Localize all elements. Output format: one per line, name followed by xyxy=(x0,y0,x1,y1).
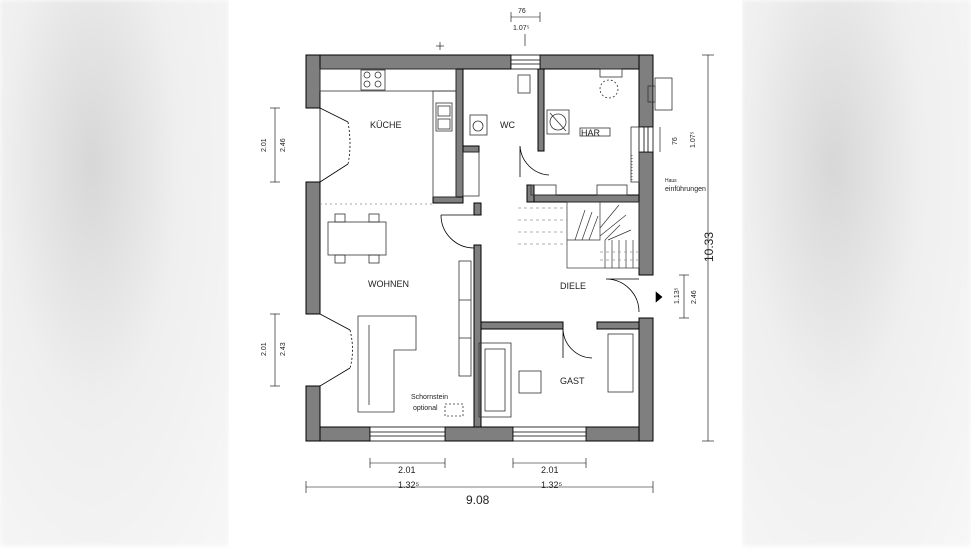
wall-gast-top-right xyxy=(596,321,640,330)
chimney xyxy=(444,403,464,417)
kitchen-counter-side xyxy=(432,90,457,198)
wc-toilet xyxy=(517,74,531,94)
window-bottom-left xyxy=(369,426,446,442)
har-furniture xyxy=(530,68,673,196)
guest-furniture xyxy=(478,333,634,418)
window-right xyxy=(638,126,654,153)
wall-gast-top-left xyxy=(480,321,564,330)
wall-right-mid xyxy=(638,151,654,276)
windows xyxy=(369,54,654,442)
har-unit-top xyxy=(599,68,623,78)
floor-plan: KÜCHE WC HAR WOHNEN DIELE GAST Schornste… xyxy=(229,0,742,546)
door-swing-wohnen xyxy=(440,214,475,249)
room-label-kueche: KÜCHE xyxy=(370,120,402,130)
living-furniture xyxy=(320,203,472,417)
wall-top-left xyxy=(305,54,512,70)
wall-wc-har xyxy=(537,68,545,152)
room-label-diele: DIELE xyxy=(560,281,586,291)
dim-window-bottom-right-height: 1.32⁵ xyxy=(541,480,563,490)
dimension-labels: 9.08 10.33 2.01 1.32⁵ 2.01 1.32⁵ 2.01 2.… xyxy=(261,8,716,507)
har-bench xyxy=(596,184,628,196)
dim-right-window-width: 76 xyxy=(672,137,679,145)
wall-kitchen-end xyxy=(432,196,464,204)
wall-center-vertical xyxy=(473,244,482,428)
dim-door-left-bottom-height: 2.43 xyxy=(280,342,287,356)
kitchen-furniture xyxy=(319,68,457,198)
dim-door-left-top-height: 2.46 xyxy=(280,138,287,152)
wall-left-top xyxy=(305,54,321,109)
wall-bottom-mid xyxy=(444,426,514,442)
stair-dashes xyxy=(518,207,639,261)
staircase xyxy=(518,155,640,269)
boiler xyxy=(546,109,570,135)
blurred-background-left xyxy=(0,0,229,546)
dim-window-bottom-right-width: 2.01 xyxy=(541,465,559,475)
doors xyxy=(319,107,640,387)
dim-top-window-width: 76 xyxy=(518,8,526,15)
dim-window-bottom-left-width: 2.01 xyxy=(398,465,416,475)
room-label-har: HAR xyxy=(581,128,601,138)
har-shelf xyxy=(579,127,611,137)
room-label-wc: WC xyxy=(500,120,515,130)
wall-right-top xyxy=(638,54,654,128)
blurred-background-right xyxy=(742,0,971,546)
guest-table xyxy=(518,370,542,394)
floor-plan-svg: KÜCHE WC HAR WOHNEN DIELE GAST Schornste… xyxy=(261,8,716,507)
outside-unit xyxy=(654,77,673,111)
room-labels: KÜCHE WC HAR WOHNEN DIELE GAST Schornste… xyxy=(368,120,706,412)
dim-entrance-width: 1.13⁵ xyxy=(674,287,681,304)
heat-pump-icon xyxy=(599,79,619,99)
door-swing-left-bottom xyxy=(319,313,351,387)
guest-chair xyxy=(607,333,634,393)
stove xyxy=(360,69,386,91)
dimension-lines xyxy=(270,12,714,493)
wall-har-bottom-stub xyxy=(526,184,535,203)
tv-sideboard xyxy=(458,260,472,377)
dim-right-window-height: 1.07⁵ xyxy=(690,131,697,148)
wc-basin xyxy=(469,114,488,136)
dim-door-left-bottom-width: 2.01 xyxy=(261,342,268,356)
wall-wc-bottom xyxy=(462,145,480,153)
stair-outline xyxy=(566,201,640,269)
room-label-wohnen: WOHNEN xyxy=(368,279,409,289)
kitchen-sink xyxy=(435,102,453,132)
walls xyxy=(305,54,654,442)
har-cabinet xyxy=(630,126,640,183)
door-swing-entrance xyxy=(605,278,640,313)
guest-sofa xyxy=(478,342,512,418)
dim-door-left-top-width: 2.01 xyxy=(261,138,268,152)
dining-table xyxy=(327,221,387,256)
wall-left-bottom xyxy=(305,385,321,442)
note-schornstein-line1: Schornstein xyxy=(411,394,448,401)
dim-entrance-height: 2.46 xyxy=(691,290,698,304)
door-swing-left-top xyxy=(319,107,349,183)
dim-window-bottom-left-height: 1.32⁵ xyxy=(398,480,420,490)
kitchen-counter-top xyxy=(319,68,457,92)
wall-top-right xyxy=(539,54,654,70)
door-swing-gast xyxy=(562,328,593,359)
wc-furniture xyxy=(462,74,531,197)
note-einfuehrungen-line2: einführungen xyxy=(665,186,706,193)
room-label-gast: GAST xyxy=(560,376,585,386)
note-schornstein-line2: optional xyxy=(413,405,438,412)
door-swing-wc xyxy=(519,145,550,177)
dim-total-width: 9.08 xyxy=(466,493,490,507)
wall-right-bottom xyxy=(638,317,654,442)
wc-shelf xyxy=(462,151,480,197)
wall-kitchen-wc xyxy=(455,68,464,198)
dim-total-height: 10.33 xyxy=(702,232,716,262)
wall-har-bottom xyxy=(526,194,640,203)
wall-left-mid xyxy=(305,181,321,315)
har-bench-left xyxy=(530,184,557,196)
wall-center-column xyxy=(473,202,482,216)
dim-top-window-height: 1.07⁵ xyxy=(513,25,530,32)
sofa xyxy=(357,315,417,413)
note-einfuehrungen-line1: Haus xyxy=(665,178,677,184)
window-top xyxy=(510,54,541,70)
window-bottom-right xyxy=(512,426,587,442)
